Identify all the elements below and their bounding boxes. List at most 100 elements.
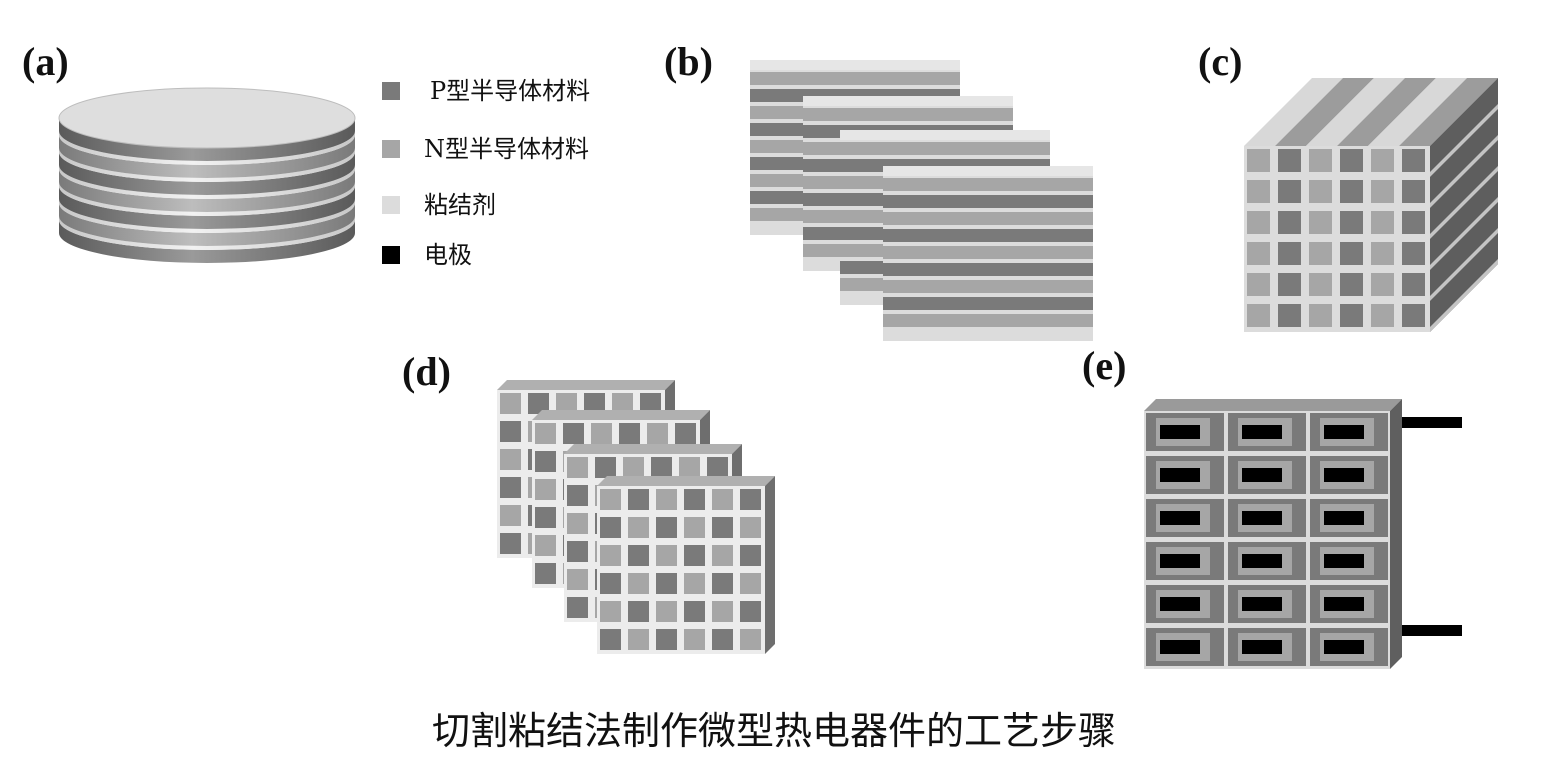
side-row [1430, 233, 1498, 332]
p-type-cell [1278, 273, 1301, 296]
electrode [1160, 640, 1200, 654]
electrode [1324, 468, 1364, 482]
slice-cell [567, 485, 588, 506]
side-row [1430, 171, 1498, 270]
electrode [1160, 468, 1200, 482]
p-type-cell [1278, 242, 1301, 265]
n-type-layer [883, 314, 1093, 327]
cylinder-band [59, 220, 355, 263]
slice-cell [500, 505, 521, 526]
slice-cell [712, 629, 733, 650]
slice-cell [500, 421, 521, 442]
slice-cell [556, 393, 577, 414]
p-type-layer [883, 263, 1093, 276]
electrode-swatch [382, 246, 400, 264]
slice-cell [612, 393, 633, 414]
slice-cell [740, 489, 761, 510]
slice-cell [500, 393, 521, 414]
figure-a-cylinder [58, 87, 356, 263]
slice-cell [535, 563, 556, 584]
side-binder [1430, 228, 1498, 301]
slice-cell [712, 489, 733, 510]
n-type-cell [1247, 211, 1270, 234]
slice-cell [628, 517, 649, 538]
p-type-cell [1340, 211, 1363, 234]
n-type-layer [750, 72, 960, 85]
panel-label-c: (c) [1198, 39, 1243, 84]
n-type-cell [1309, 242, 1332, 265]
n-type-cell [1247, 273, 1270, 296]
electrode-lead-top [1402, 417, 1462, 428]
panel-label-a: (a) [22, 39, 69, 84]
n-type-cell [1309, 180, 1332, 203]
slice-cell [628, 573, 649, 594]
plate-top-edge [883, 166, 1093, 176]
slice-cell [684, 573, 705, 594]
n-type-layer [803, 108, 1013, 121]
figure-b-plates [750, 60, 1093, 341]
slice-cell [600, 489, 621, 510]
p-type-swatch [382, 82, 400, 100]
slice-top-edge [564, 444, 742, 454]
slice-cell [628, 545, 649, 566]
figure-c-block [1244, 78, 1498, 332]
n-type-layer [840, 142, 1050, 155]
slice-cell [623, 457, 644, 478]
electrode [1324, 597, 1364, 611]
slice-cell [684, 601, 705, 622]
side-binder [1430, 259, 1498, 332]
p-type-cell [1278, 149, 1301, 172]
slice-cell [656, 545, 677, 566]
slice-cell [684, 517, 705, 538]
n-type-cell [1371, 273, 1394, 296]
n-type-layer [883, 246, 1093, 259]
slice-cell [740, 545, 761, 566]
side-row [1430, 78, 1498, 177]
slice-cell [500, 477, 521, 498]
slice-cell [740, 573, 761, 594]
slice-cell [647, 423, 668, 444]
electrode [1242, 640, 1282, 654]
slice-cell [712, 601, 733, 622]
slice-cell [684, 489, 705, 510]
p-type-cell [1340, 273, 1363, 296]
n-type-cell [1309, 273, 1332, 296]
p-type-cell [1402, 211, 1425, 234]
electrode [1160, 425, 1200, 439]
top-stripe [1337, 78, 1436, 146]
p-type-cell [1402, 149, 1425, 172]
n-type-cell [1371, 180, 1394, 203]
slice-cell [656, 489, 677, 510]
slice-cell [535, 451, 556, 472]
n-type-swatch [382, 140, 400, 158]
slice-cell [712, 517, 733, 538]
slice-top-edge [597, 476, 775, 486]
plate-top-edge [840, 130, 1050, 140]
cylinder-top [58, 87, 356, 149]
electrode [1324, 511, 1364, 525]
n-type-layer [883, 212, 1093, 225]
plate-top-edge [750, 60, 960, 70]
cube-top-face [1244, 78, 1498, 146]
slice-cell [528, 393, 549, 414]
electrode [1160, 597, 1200, 611]
slice-cell [707, 457, 728, 478]
slice-cell [712, 573, 733, 594]
slice-cell [591, 423, 612, 444]
electrode-lead-bottom [1402, 625, 1462, 636]
n-type-cell [1247, 180, 1270, 203]
device-body [1144, 411, 1390, 669]
slice-cell [500, 533, 521, 554]
slice-cell [535, 535, 556, 556]
cube-front-face [1244, 146, 1430, 332]
p-type-cell [1402, 180, 1425, 203]
electrode [1242, 511, 1282, 525]
p-type-cell [1402, 242, 1425, 265]
slice-cell [740, 629, 761, 650]
electrode [1242, 425, 1282, 439]
p-type-cell [1340, 242, 1363, 265]
cylinder-band [59, 152, 355, 195]
slice-cell [679, 457, 700, 478]
top-stripe [1399, 78, 1498, 146]
slice-cell [628, 629, 649, 650]
